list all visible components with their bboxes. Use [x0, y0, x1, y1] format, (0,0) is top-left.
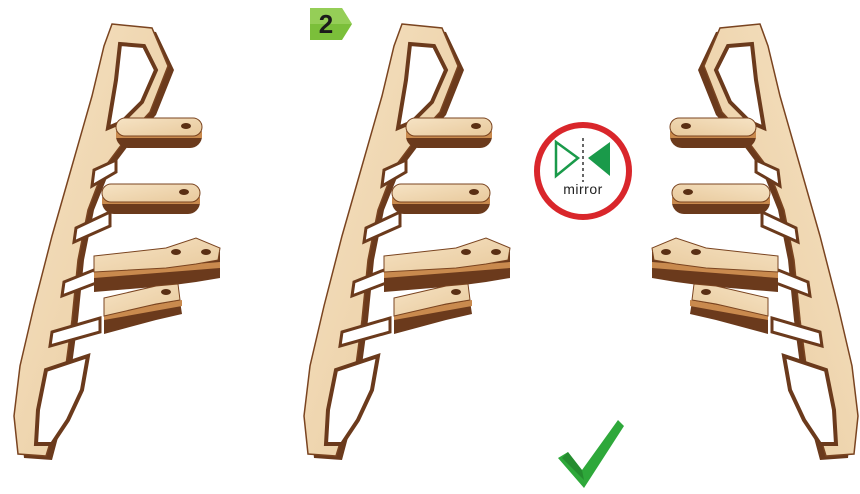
wing-part-right — [626, 20, 860, 480]
wing-part-center — [296, 20, 536, 480]
wing-part-left — [6, 20, 246, 480]
mirror-icon — [532, 120, 634, 222]
mirror-label: mirror — [532, 181, 634, 197]
mirror-badge: mirror — [532, 120, 634, 222]
check-mark-icon — [556, 418, 626, 490]
